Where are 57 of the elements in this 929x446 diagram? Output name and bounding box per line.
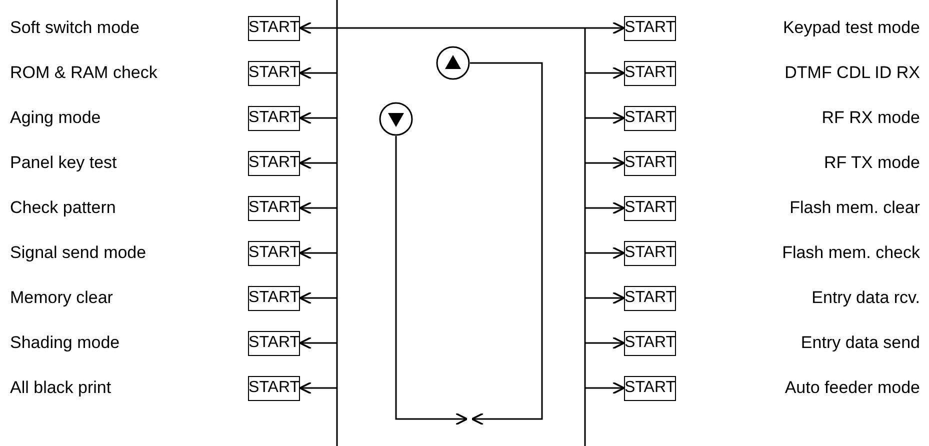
arrow-button-icon [436,46,470,80]
start-box: START [248,106,300,130]
mode-label: All black print [10,378,112,398]
mode-label: ROM & RAM check [10,63,158,83]
arrow [299,156,337,170]
mode-label: DTMF CDL ID RX [784,63,920,83]
arrow [299,292,337,304]
mode-label: RF TX mode [824,153,920,173]
start-box: START [248,150,300,176]
mode-label: Soft switch mode [10,18,140,38]
arrow-button-icon [379,102,413,136]
start-box: START [624,286,676,310]
mode-label: Signal send mode [10,243,146,263]
arrow [395,136,468,426]
start-box: START [248,16,300,40]
mode-label: Auto feeder mode [784,378,920,398]
mode-label: Entry data rcv. [812,288,920,308]
start-box: START [624,16,676,40]
start-box: START [624,60,676,86]
mode-label: Entry data send [800,333,920,353]
arrow [299,202,337,214]
arrow [585,336,625,350]
mode-label: Check pattern [10,198,116,218]
mode-label: RF RX mode [822,108,920,128]
arrow [470,62,543,426]
mode-label: Panel key test [10,153,117,173]
arrow [299,336,337,350]
arrow [585,156,625,170]
start-box: START [248,286,300,310]
start-box: START [248,60,300,86]
arrow [299,382,337,394]
start-box: START [624,196,676,220]
mode-label: Flash mem. check [782,243,920,263]
arrow [299,22,625,34]
mode-label: Keypad test mode [782,18,920,38]
arrow [585,66,625,80]
start-box: START [624,330,676,356]
arrow [585,246,625,260]
start-box: START [248,240,300,266]
arrow [585,112,625,124]
arrow [299,112,337,124]
arrow [585,292,625,304]
arrow [299,246,337,260]
start-box: START [624,150,676,176]
mode-label: Flash mem. clear [790,198,920,218]
start-box: START [624,240,676,266]
arrow [585,202,625,214]
start-box: START [248,196,300,220]
start-box: START [248,330,300,356]
start-box: START [248,376,300,400]
mode-label: Memory clear [10,288,113,308]
mode-label: Shading mode [10,333,120,353]
mode-label: Aging mode [10,108,101,128]
start-box: START [624,106,676,130]
start-box: START [624,376,676,400]
arrow [299,66,337,80]
arrow [585,382,625,394]
